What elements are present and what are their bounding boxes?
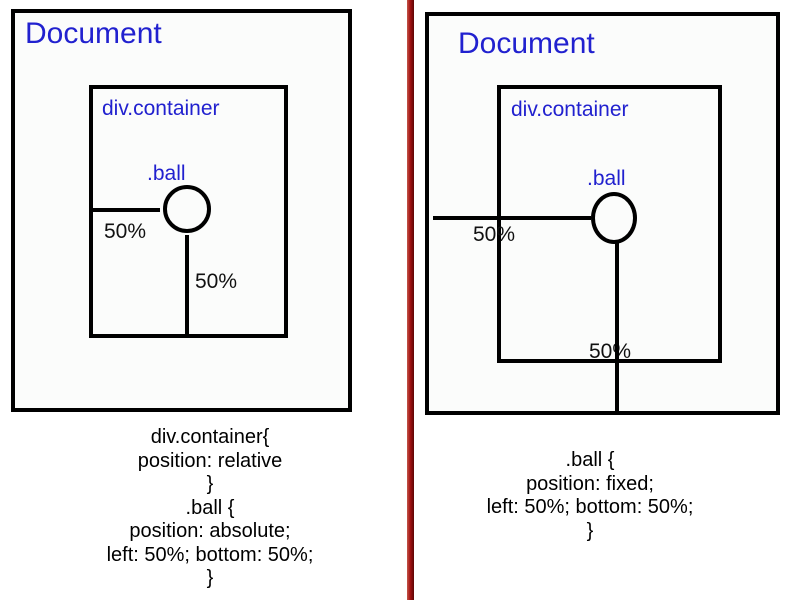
panel-divider — [407, 0, 414, 600]
right-horizontal-offset-line — [433, 216, 591, 220]
code-line: position: relative — [137, 449, 283, 472]
right-ball-circle — [591, 192, 637, 244]
right-horizontal-percent: 50% — [473, 223, 516, 246]
right-container-label: div.container — [511, 98, 629, 121]
left-container-label: div.container — [102, 97, 220, 120]
code-line: div.container{ — [150, 426, 270, 448]
left-vertical-percent: 50% — [195, 270, 238, 293]
right-code-block: .ball { position: fixed; left: 50%; bott… — [440, 449, 740, 543]
code-line: position: absolute; — [129, 520, 291, 542]
code-line: left: 50%; bottom: 50%; — [486, 496, 694, 518]
right-container-box — [497, 85, 722, 363]
left-ball-circle — [163, 185, 211, 233]
code-line: } — [206, 473, 214, 495]
code-line: position: fixed; — [526, 472, 654, 495]
left-horizontal-percent: 50% — [104, 220, 147, 243]
code-line: left: 50%; bottom: 50%; — [106, 543, 314, 566]
code-line: .ball { — [565, 449, 615, 471]
right-ball-label: .ball — [587, 167, 626, 190]
left-horizontal-offset-line — [91, 208, 160, 212]
code-line: } — [586, 519, 594, 542]
right-document-label: Document — [458, 27, 595, 60]
code-line: } — [206, 567, 214, 589]
left-document-label: Document — [25, 17, 162, 50]
left-code-block: div.container{ position: relative } .bal… — [60, 426, 360, 591]
right-vertical-percent: 50% — [589, 340, 632, 363]
code-line: .ball { — [185, 496, 235, 519]
left-ball-label: .ball — [147, 162, 186, 185]
left-vertical-offset-line — [185, 235, 189, 337]
right-vertical-offset-line — [615, 238, 619, 412]
